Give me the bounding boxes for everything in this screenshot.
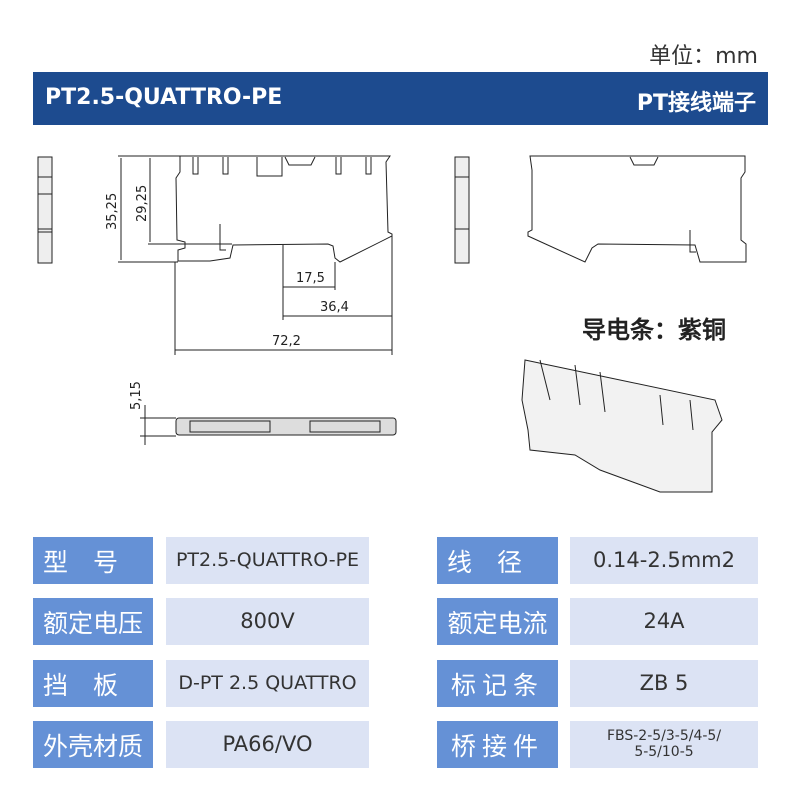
rear-view bbox=[527, 155, 747, 263]
side-view-right bbox=[454, 156, 470, 264]
spec-value: D-PT 2.5 QUATTRO bbox=[166, 660, 369, 707]
spec-value-line: FBS-2-5/3-5/4-5/ bbox=[606, 728, 722, 745]
spec-value: PT2.5-QUATTRO-PE bbox=[166, 537, 369, 584]
dim-width-b: 36,4 bbox=[320, 300, 349, 315]
unit-label: 单位：mm bbox=[649, 44, 758, 69]
front-view-dimensioned: 35,25 29,25 17,5 36,4 72,2 bbox=[105, 155, 393, 355]
spec-value: PA66/VO bbox=[166, 721, 369, 768]
spec-label: 线 径 bbox=[437, 537, 558, 584]
spec-value: FBS-2-5/3-5/4-5/ 5-5/10-5 bbox=[570, 721, 758, 768]
category-title: PT接线端子 bbox=[636, 91, 756, 116]
spec-value: 800V bbox=[166, 598, 369, 645]
spec-label: 额定电流 bbox=[437, 598, 558, 645]
spec-label: 挡 板 bbox=[33, 660, 153, 707]
model-title: PT2.5-QUATTRO-PE bbox=[45, 85, 283, 110]
spec-label: 外壳材质 bbox=[33, 721, 153, 768]
spec-label-text: 挡 板 bbox=[43, 670, 119, 700]
spec-value: ZB 5 bbox=[570, 660, 758, 707]
dim-thickness: 5,15 bbox=[129, 381, 144, 410]
dim-width-total: 72,2 bbox=[272, 334, 301, 349]
spec-value-line: 5-5/10-5 bbox=[634, 743, 694, 760]
spec-value: 24A bbox=[570, 598, 758, 645]
conductor-label: 导电条：紫铜 bbox=[582, 316, 726, 344]
spec-label-text: 线 径 bbox=[447, 547, 523, 577]
spec-label: 标记条 bbox=[437, 660, 558, 707]
top-view: 5,15 bbox=[129, 381, 397, 445]
side-view-left bbox=[37, 156, 53, 264]
header-bar: PT2.5-QUATTRO-PE PT接线端子 bbox=[33, 72, 768, 125]
spec-label: 额定电压 bbox=[33, 598, 153, 645]
dim-width-a: 17,5 bbox=[296, 271, 325, 286]
spec-label: 型 号 bbox=[33, 537, 153, 584]
dim-height-total: 35,25 bbox=[105, 193, 120, 230]
spec-label-text: 型 号 bbox=[43, 547, 119, 577]
technical-drawing: 35,25 29,25 17,5 36,4 72,2 5,15 bbox=[37, 155, 747, 493]
dim-height-body: 29,25 bbox=[135, 185, 150, 222]
iso-view bbox=[521, 359, 723, 493]
spec-label: 桥接件 bbox=[437, 721, 558, 768]
spec-value: 0.14-2.5mm2 bbox=[570, 537, 758, 584]
